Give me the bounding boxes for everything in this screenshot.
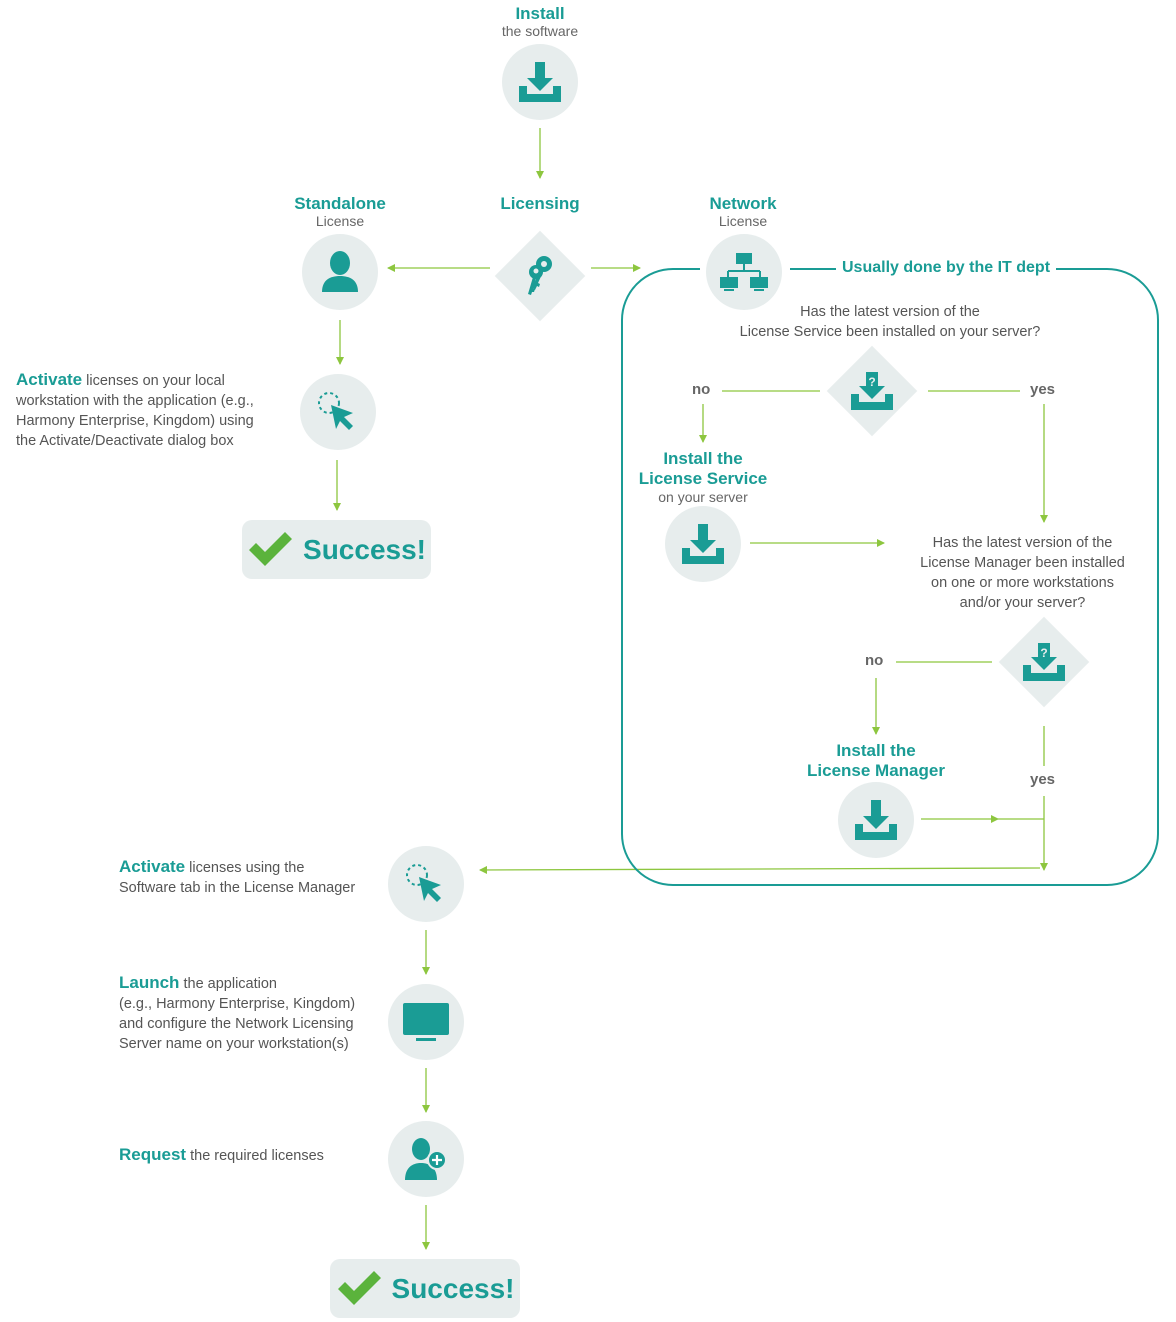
q2-line: Has the latest version of the <box>932 535 1113 551</box>
download-icon <box>855 800 897 840</box>
install-title: Install <box>515 4 565 23</box>
cursor-click-icon <box>406 864 441 902</box>
checkmark-icon <box>337 1270 381 1305</box>
install-service-sub: on your server <box>658 489 748 505</box>
q2-line: and/or your server? <box>959 595 1086 611</box>
activate-network-node[interactable] <box>388 846 464 922</box>
install-manager-line: License Manager <box>807 761 945 780</box>
request-lead: Request <box>119 1145 187 1164</box>
install-manager-node[interactable] <box>838 782 914 858</box>
q1-line: Has the latest version of the <box>800 304 980 320</box>
request-node[interactable] <box>388 1121 464 1197</box>
svg-text:?: ? <box>1040 646 1047 660</box>
launch-line: (e.g., Harmony Enterprise, Kingdom) <box>119 996 356 1012</box>
q1-line: License Service been installed on your s… <box>739 324 1041 340</box>
network-subtitle: License <box>718 213 768 229</box>
request-rest: the required licenses <box>186 1148 324 1164</box>
success-text: Success! <box>303 533 426 565</box>
request-text: Request the required licenses <box>119 1145 389 1166</box>
launch-line: Server name on your workstation(s) <box>119 1036 349 1052</box>
q2-no-label: no <box>865 652 884 669</box>
network-node[interactable] <box>706 234 782 310</box>
it-department-label: Usually done by the IT dept <box>836 259 1057 277</box>
question-license-service: Has the latest version of the License Se… <box>700 302 1080 342</box>
license-manager-decision[interactable]: ? <box>998 616 1090 708</box>
install-service-line: License Service <box>638 469 768 488</box>
activate-standalone-node[interactable] <box>300 374 376 450</box>
success-text: Success! <box>391 1272 515 1304</box>
install-manager-line: Install the <box>836 741 916 760</box>
activate-standalone-line: Activate licenses on your local <box>16 370 296 391</box>
activate-standalone-line: the Activate/Deactivate dialog box <box>16 433 234 449</box>
download-icon <box>682 524 724 564</box>
svg-text:?: ? <box>868 375 875 389</box>
cursor-click-icon <box>318 392 353 430</box>
q2-yes-label: yes <box>1030 771 1056 788</box>
activate-standalone-text: Activate licenses on your local workstat… <box>16 370 296 451</box>
add-user-icon <box>405 1138 447 1180</box>
activate-standalone-line: workstation with the application (e.g., <box>16 393 254 409</box>
network-title: Network <box>709 194 777 213</box>
install-node[interactable] <box>502 44 578 120</box>
q2-line: License Manager been installed <box>920 555 1125 571</box>
license-service-decision[interactable]: ? <box>826 345 918 437</box>
standalone-title: Standalone <box>294 194 386 213</box>
q1-yes-label: yes <box>1030 381 1056 398</box>
install-service-node[interactable] <box>665 506 741 582</box>
launch-line: Launch the application <box>119 973 389 994</box>
activate-rest: licenses using the <box>185 860 305 876</box>
monitor-icon <box>403 1003 449 1041</box>
q1-no-label: no <box>692 381 711 398</box>
launch-text: Launch the application (e.g., Harmony En… <box>119 973 389 1054</box>
licensing-title: Licensing <box>500 194 580 213</box>
install-subtitle: the software <box>501 23 579 39</box>
user-icon <box>322 251 358 292</box>
activate-lead: Activate <box>16 370 83 389</box>
licensing-decision[interactable] <box>494 230 586 322</box>
activate-lead: Activate <box>119 857 186 876</box>
launch-lead: Launch <box>119 973 180 992</box>
standalone-subtitle: License <box>315 213 365 229</box>
checkmark-icon <box>249 531 293 566</box>
download-question-icon: ? <box>850 370 894 412</box>
question-license-manager: Has the latest version of the License Ma… <box>880 533 1165 613</box>
standalone-node[interactable] <box>302 234 378 310</box>
activate-standalone-line: Harmony Enterprise, Kingdom) using <box>16 413 254 429</box>
request-line: Request the required licenses <box>119 1145 389 1166</box>
arrow-to-activate-network <box>479 865 1041 874</box>
q2-line: on one or more workstations <box>931 575 1114 591</box>
download-icon <box>519 62 561 102</box>
download-question-icon: ? <box>1022 641 1066 683</box>
activate-network-text: Activate licenses using the Software tab… <box>119 857 389 898</box>
activate-network-line: Activate licenses using the <box>119 857 389 878</box>
network-icon <box>720 253 768 291</box>
launch-rest: the application <box>179 976 277 992</box>
success-network: Success! <box>330 1259 520 1318</box>
success-standalone: Success! <box>242 520 431 579</box>
install-manager-title: Install the License Manager <box>796 741 956 781</box>
install-service-line: Install the <box>663 449 743 468</box>
install-service-title: Install the License Service on your serv… <box>623 449 783 505</box>
launch-line: and configure the Network Licensing <box>119 1016 354 1032</box>
launch-node[interactable] <box>388 984 464 1060</box>
activate-network-line: Software tab in the License Manager <box>119 880 356 896</box>
activate-rest: licenses on your local <box>82 373 225 389</box>
keys-icon <box>522 254 558 298</box>
